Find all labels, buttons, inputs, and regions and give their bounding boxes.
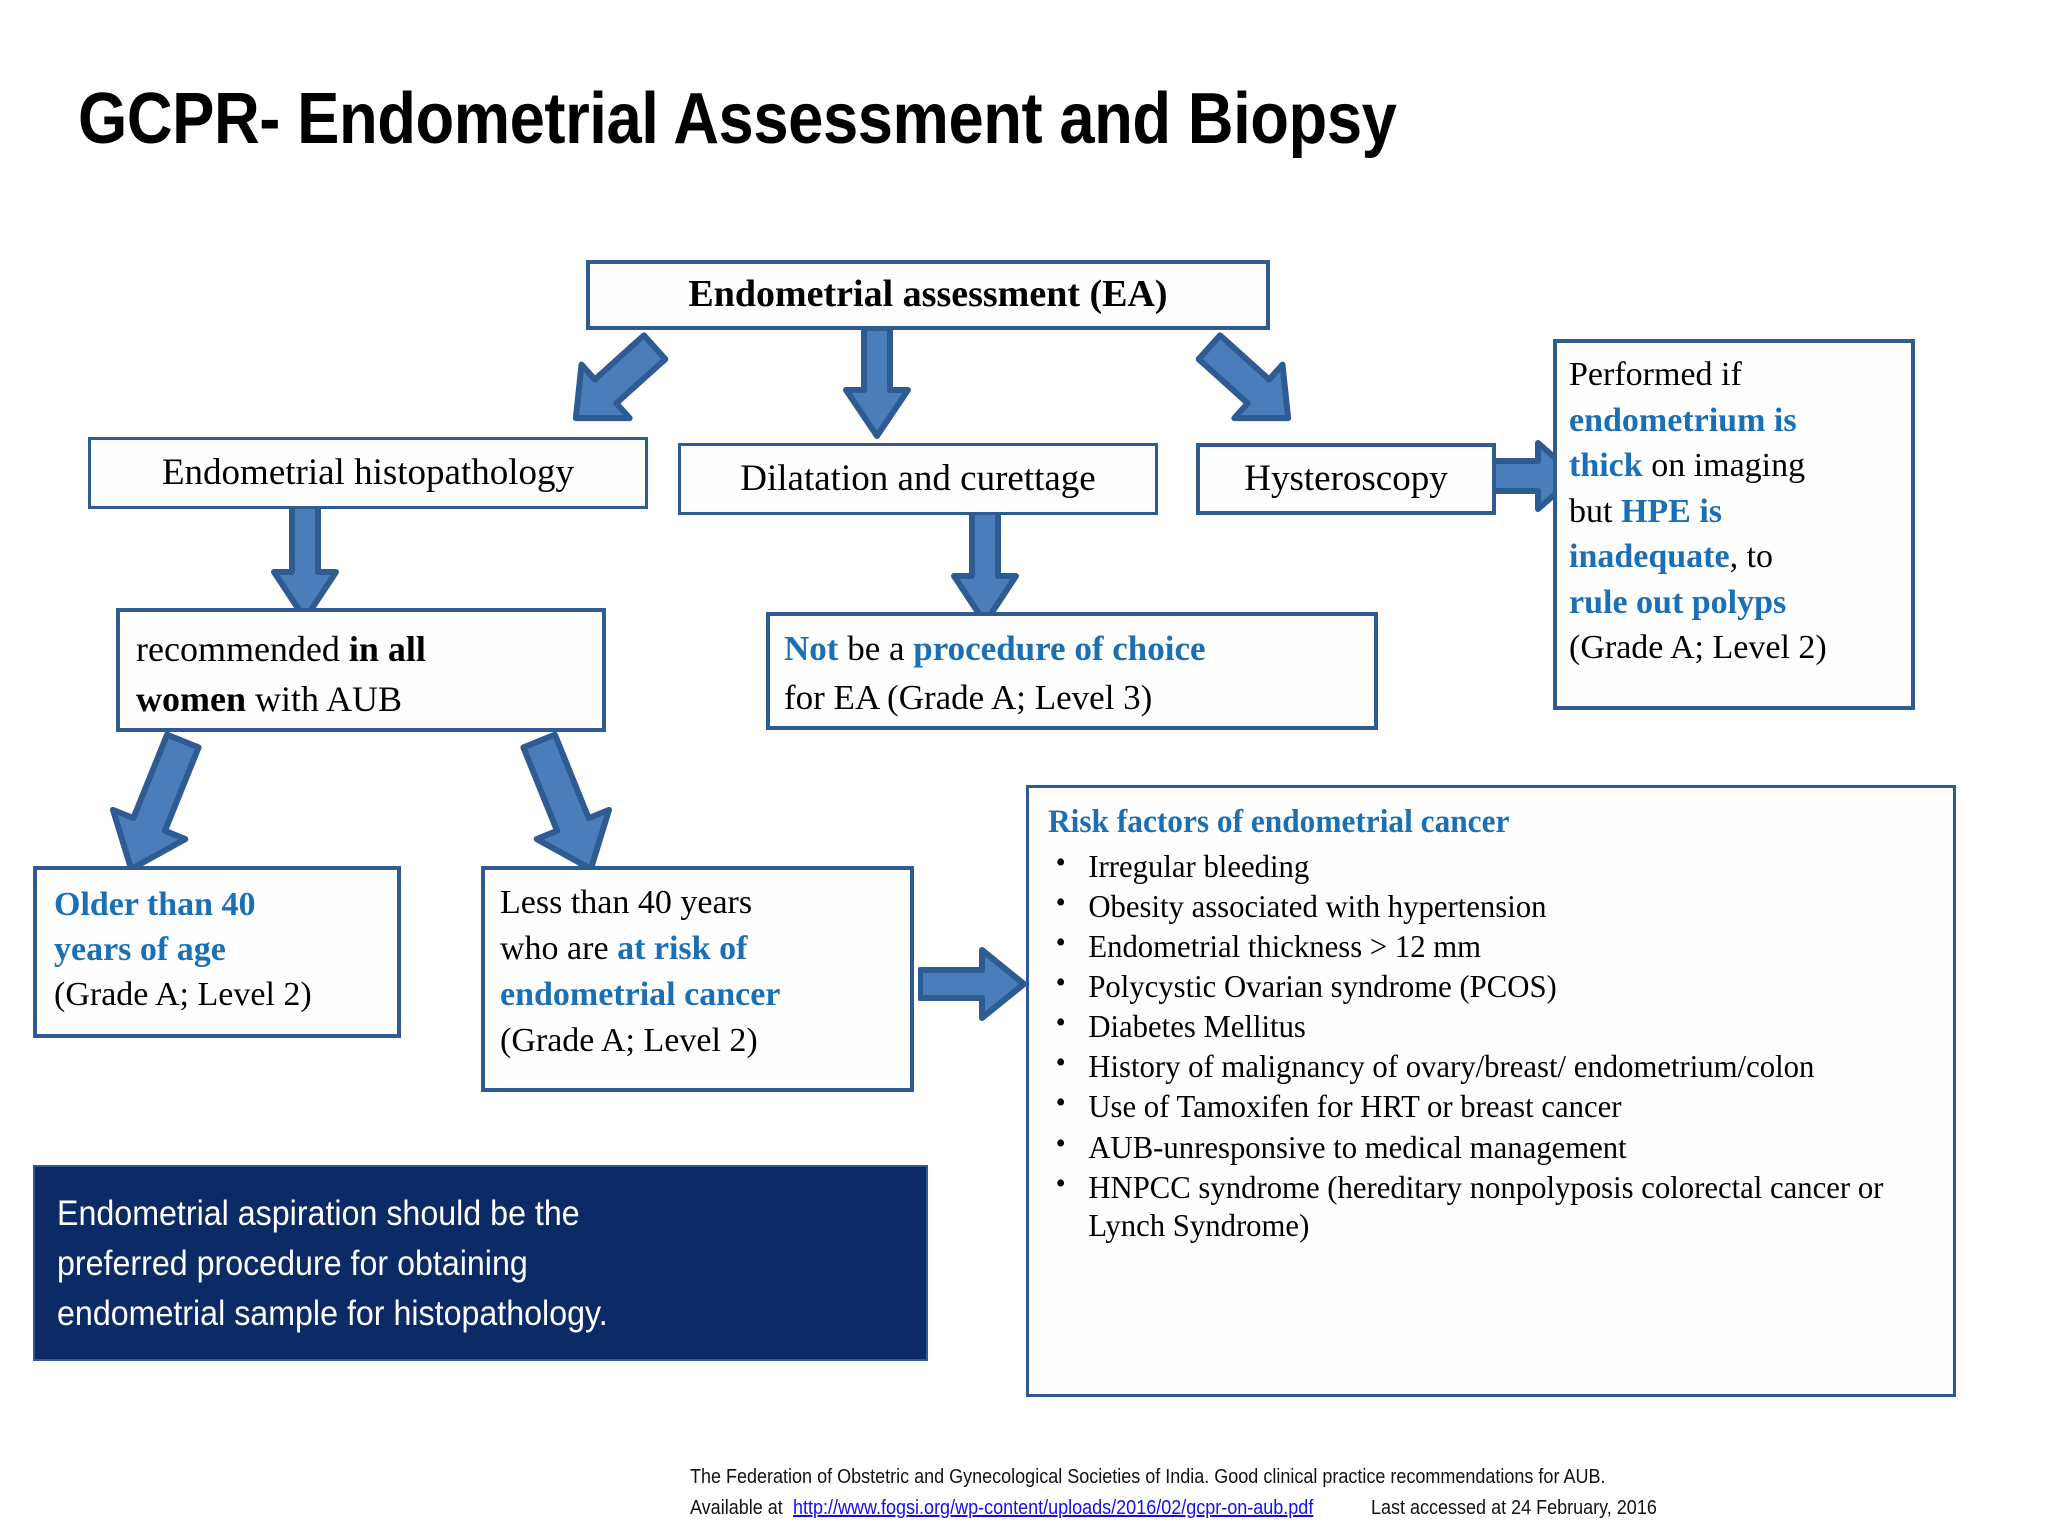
footer-line2-post: Last accessed at 24 February, 2016: [1371, 1497, 1658, 1519]
older40-blue2: years of age: [54, 931, 226, 969]
callout-line1: Endometrial aspiration should be the: [57, 1194, 580, 1233]
arrow-recommended-to-less40: [520, 731, 613, 872]
older40-plain: (Grade A; Level 2): [54, 976, 312, 1014]
arrow-ea-to-histopathology: [572, 332, 669, 422]
note-line5-blue: inadequate: [1569, 538, 1730, 576]
callout-line3: endometrial sample for histopathology.: [57, 1294, 608, 1334]
note-line7: (Grade A; Level 2): [1569, 629, 1827, 667]
footer-citation: The Federation of Obstetric and Gynecolo…: [690, 1462, 1990, 1524]
list-item: Irregular bleeding: [1048, 845, 1912, 885]
list-item: Obesity associated with hypertension: [1048, 885, 1912, 925]
footer-line1: The Federation of Obstetric and Gynecolo…: [690, 1466, 1606, 1488]
rec-plain1: recommended: [136, 629, 349, 669]
note-line4-plain: but: [1569, 492, 1621, 530]
node-older-than-40[interactable]: [33, 866, 401, 1038]
less40-plain3: (Grade A; Level 2): [500, 1021, 758, 1059]
node-dc-not-procedure-of-choice-text: Not be a procedure of choice for EA (Gra…: [784, 624, 1374, 722]
less40-plain1: Less than 40 years: [500, 884, 753, 921]
list-item: Polycystic Ovarian syndrome (PCOS): [1048, 965, 1912, 1005]
node-endometrial-histopathology-label: Endometrial histopathology: [161, 451, 575, 493]
note-line3-blue: thick: [1569, 447, 1643, 485]
list-item: History of malignancy of ovary/breast/ e…: [1048, 1045, 1912, 1085]
less40-plain2: who are: [500, 929, 618, 967]
less40-blue1: at risk of: [617, 929, 748, 967]
arrow-ea-to-hysteroscopy: [1195, 332, 1292, 422]
older40-blue1: Older than 40: [54, 886, 256, 923]
risk-factors-heading: Risk factors of endometrial cancer: [1048, 804, 1510, 840]
node-less-than-40[interactable]: [481, 866, 914, 1092]
node-hysteroscopy[interactable]: [1196, 443, 1496, 515]
node-dilatation-curettage-label: Dilatation and curettage: [740, 457, 1096, 499]
list-item: Endometrial thickness > 12 mm: [1048, 925, 1912, 965]
list-item: HNPCC syndrome (hereditary nonpolyposis …: [1048, 1166, 1912, 1244]
less40-blue2: endometrial cancer: [500, 975, 781, 1013]
node-dilatation-curettage[interactable]: [678, 443, 1158, 515]
page-title: GCPR- Endometrial Assessment and Biopsy: [78, 79, 1397, 159]
footer-line2-pre: Available at: [690, 1497, 783, 1519]
source-link[interactable]: http://www.fogsi.org/wp-content/uploads/…: [793, 1497, 1314, 1519]
callout-endometrial-aspiration: Endometrial aspiration should be the pre…: [33, 1165, 928, 1361]
list-item: AUB-unresponsive to medical management: [1048, 1126, 1912, 1166]
note-line6: rule out polyps: [1569, 583, 1787, 621]
node-hysteroscopy-note-text: Performed if endometrium is thick on ima…: [1569, 352, 1909, 671]
rec-plain2: with AUB: [246, 679, 403, 720]
list-item: Diabetes Mellitus: [1048, 1005, 1912, 1045]
node-dc-not-procedure-of-choice[interactable]: [766, 612, 1378, 730]
node-less-than-40-text: Less than 40 years who are at risk of en…: [500, 880, 910, 1064]
arrow-dilatation-to-note: [951, 507, 1019, 626]
arrow-ea-to-dilatation: [843, 325, 911, 439]
rec-bold1: in all: [348, 629, 426, 669]
node-hysteroscopy-note[interactable]: [1553, 339, 1915, 710]
node-endometrial-histopathology[interactable]: [88, 437, 648, 509]
dc-plain1: be a: [838, 629, 914, 668]
note-line1: Performed if: [1569, 356, 1742, 393]
panel-risk-factors-body: Risk factors of endometrial cancer Irreg…: [1048, 804, 1948, 1246]
node-recommended-all-women[interactable]: [116, 608, 606, 732]
dc-blue1: Not: [784, 629, 839, 668]
note-line3-plain: on imaging: [1642, 447, 1806, 485]
arrow-recommended-to-older40: [109, 731, 202, 872]
node-endometrial-assessment[interactable]: [586, 260, 1270, 330]
rec-bold2: women: [136, 679, 246, 720]
node-recommended-all-women-text: recommended in all women with AUB: [136, 624, 596, 725]
node-endometrial-assessment-label: Endometrial assessment (EA): [688, 273, 1168, 316]
node-hysteroscopy-label: Hysteroscopy: [1244, 457, 1448, 499]
note-line2: endometrium is: [1569, 401, 1797, 439]
dc-plain2: for EA (Grade A; Level 3): [784, 678, 1153, 717]
arrow-histopathology-to-recommended: [271, 503, 339, 622]
risk-factors-list: Irregular bleeding Obesity associated wi…: [1048, 845, 1948, 1244]
note-line4-blue: HPE is: [1620, 492, 1723, 530]
node-older-than-40-text: Older than 40 years of age (Grade A; Lev…: [54, 882, 394, 1018]
dc-blue2: procedure of choice: [913, 629, 1206, 668]
callout-line2: preferred procedure for obtaining: [57, 1244, 528, 1284]
arrow-less40-to-riskfactors: [918, 947, 1027, 1021]
note-line5-plain: , to: [1729, 538, 1774, 576]
list-item: Use of Tamoxifen for HRT or breast cance…: [1048, 1085, 1912, 1125]
